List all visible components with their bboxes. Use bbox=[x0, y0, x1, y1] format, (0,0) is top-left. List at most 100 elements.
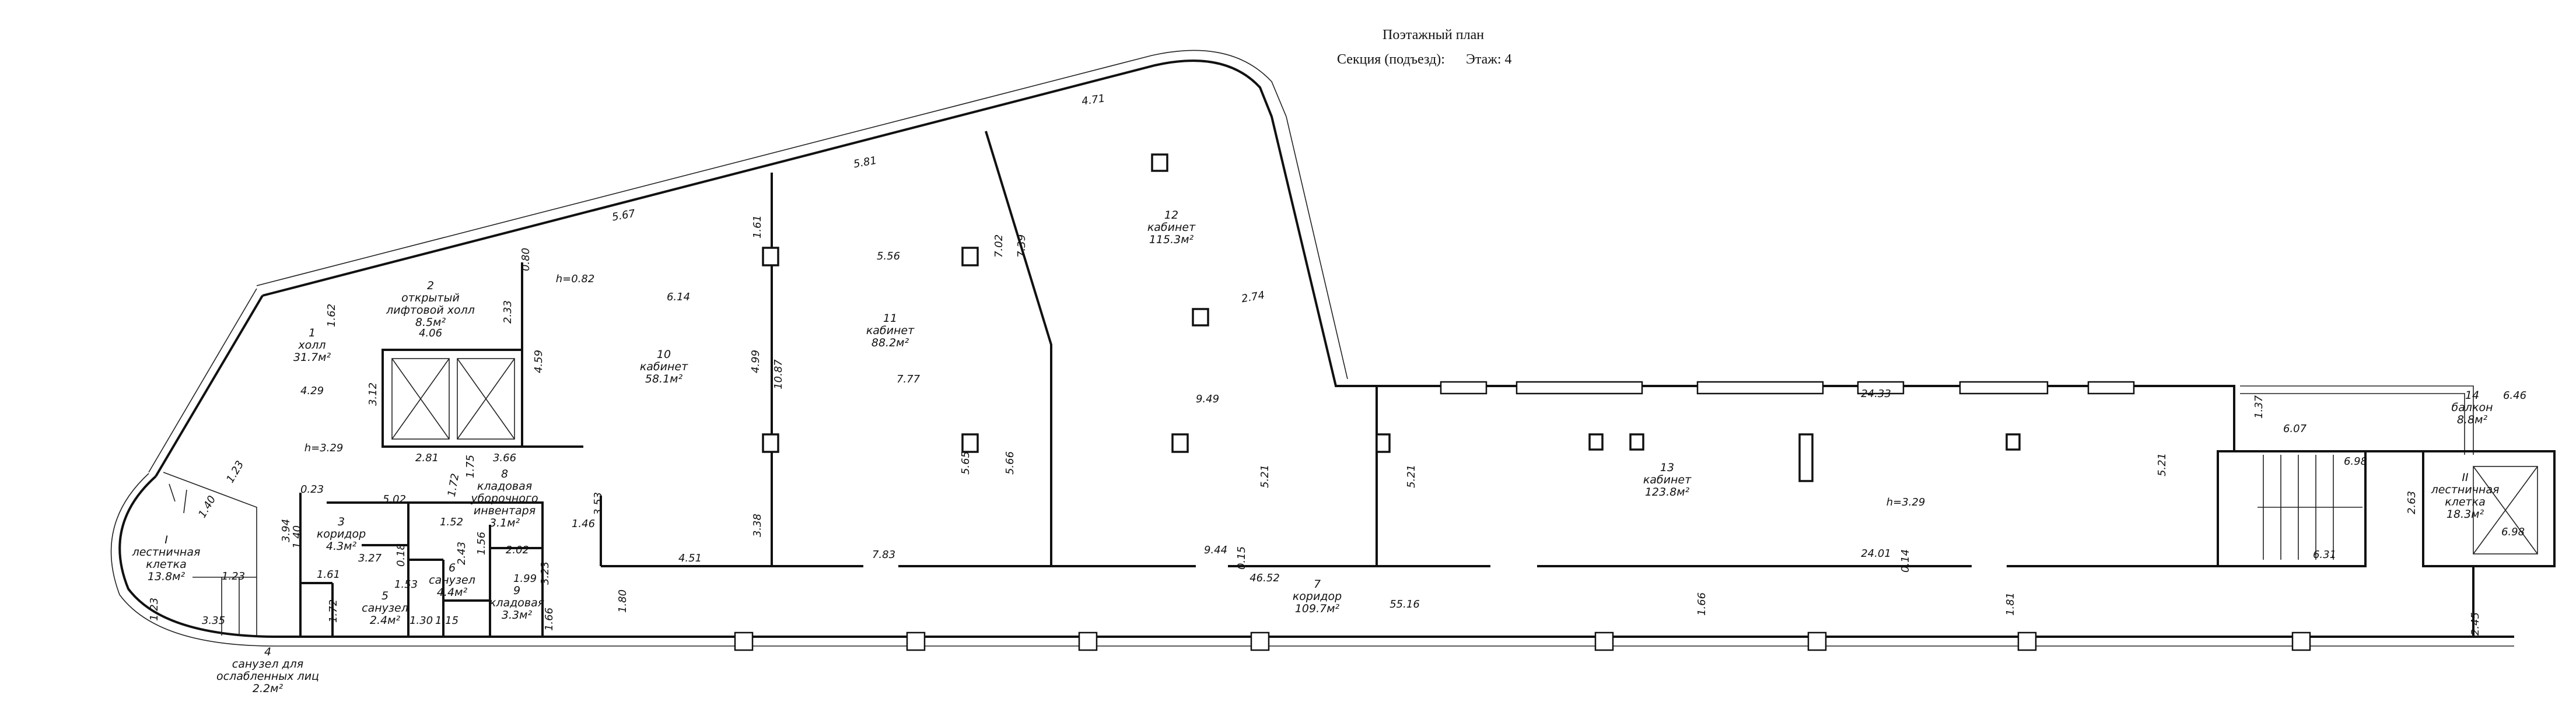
dimension-label: 6.07 bbox=[2283, 423, 2307, 435]
room-number: 5 bbox=[382, 589, 388, 602]
room-label: клетка bbox=[146, 558, 187, 571]
dimension-label: 0.80 bbox=[520, 248, 532, 271]
dimension-label: h=0.82 bbox=[556, 273, 595, 285]
room-label: кабинет bbox=[1643, 473, 1692, 486]
windows bbox=[734, 381, 2311, 651]
room-label: 109.7м² bbox=[1295, 602, 1340, 615]
dimension-label: 1.75 bbox=[464, 455, 477, 478]
dimension-label: 0.14 bbox=[1899, 549, 1912, 573]
dimension-label: 1.23 bbox=[224, 459, 246, 485]
room-number: 9 bbox=[513, 584, 520, 597]
dimension-label: 1.66 bbox=[543, 608, 555, 631]
room-number: 6 bbox=[449, 561, 456, 574]
room-label: кабинет bbox=[1147, 221, 1196, 234]
dimension-label: 4.51 bbox=[678, 552, 702, 564]
dimension-label: 2.45 bbox=[2469, 612, 2482, 636]
dimension-label: h=3.29 bbox=[304, 442, 344, 454]
dimension-label: 6.31 bbox=[2313, 549, 2336, 561]
dimension-label: 2.33 bbox=[502, 300, 514, 324]
dimension-label: 5.21 bbox=[1259, 465, 1271, 488]
dimension-label: 1.80 bbox=[617, 589, 629, 613]
dimension-label: 1.72 bbox=[446, 472, 462, 497]
dimension-label: 6.98 bbox=[2501, 526, 2525, 538]
dimension-label: 3.94 bbox=[280, 519, 292, 542]
dimension-label: 1.15 bbox=[435, 615, 459, 627]
dimension-label: 6.14 bbox=[667, 291, 690, 303]
room-label: санузел bbox=[362, 602, 408, 615]
dimension-label: 5.81 bbox=[852, 155, 877, 171]
dimension-label: 9.49 bbox=[1196, 393, 1219, 405]
dimension-label: 5.56 bbox=[877, 250, 900, 262]
dimension-label: 3.38 bbox=[751, 514, 764, 537]
room-label: холл bbox=[298, 339, 326, 352]
room-label: 18.3м² bbox=[2446, 508, 2484, 521]
room-label: 8.5м² bbox=[415, 316, 446, 329]
dimension-label: 6.98 bbox=[2344, 455, 2367, 468]
dimension-label: 0.23 bbox=[300, 483, 324, 496]
room-label: инвентаря bbox=[474, 504, 536, 517]
dimension-label: 0.18 bbox=[395, 543, 407, 567]
dimension-label: 5.02 bbox=[383, 493, 406, 506]
dimension-label: 1.61 bbox=[751, 215, 764, 238]
dimension-label: 10.87 bbox=[772, 359, 785, 389]
section-label: Секция (подъезд): bbox=[1337, 52, 1445, 67]
room-label: ослабленных лиц bbox=[216, 670, 319, 683]
dimension-label: 2.02 bbox=[506, 544, 529, 556]
room-label: кабинет bbox=[640, 360, 688, 373]
dimension-label: 2.43 bbox=[456, 542, 468, 565]
dimension-label: h=3.29 bbox=[1887, 496, 1926, 508]
room-number: I bbox=[164, 534, 168, 546]
room-number: 1 bbox=[309, 327, 316, 339]
walls bbox=[110, 50, 2556, 647]
room-label: 58.1м² bbox=[645, 373, 683, 385]
room-label: 2.4м² bbox=[370, 614, 401, 627]
room-label: уборочного bbox=[470, 492, 538, 505]
room-label: 8.8м² bbox=[2457, 413, 2488, 426]
dimension-label: 1.56 bbox=[475, 532, 488, 555]
room-number: 14 bbox=[2465, 389, 2479, 402]
room-label: кладовая bbox=[477, 480, 532, 493]
dimension-label: 1.53 bbox=[394, 578, 418, 591]
room-label: лестничная bbox=[132, 546, 201, 559]
room-label: коридор bbox=[1293, 590, 1342, 603]
dimension-label: 7.83 bbox=[872, 549, 895, 561]
room-label: 2.2м² bbox=[253, 682, 284, 695]
dimension-label: 2.63 bbox=[2406, 491, 2418, 514]
dimension-label: 24.33 bbox=[1861, 388, 1891, 400]
room-label: открытый bbox=[401, 292, 460, 304]
dimension-label: 1.30 bbox=[410, 615, 433, 627]
dimension-label: 1.72 bbox=[327, 599, 340, 623]
room-label: 115.3м² bbox=[1149, 233, 1194, 246]
room-label: кладовая bbox=[489, 596, 544, 609]
dimension-label: 1.23 bbox=[148, 598, 160, 621]
room-label: санузел bbox=[429, 574, 475, 587]
dimension-label: 6.46 bbox=[2503, 389, 2526, 402]
dimension-label: 55.16 bbox=[1390, 598, 1420, 610]
dimension-label: 2.81 bbox=[415, 452, 439, 464]
room-label: кабинет bbox=[866, 324, 915, 337]
dimension-label: 4.29 bbox=[300, 385, 324, 397]
room-number: 7 bbox=[1314, 578, 1321, 591]
dimension-label: 1.46 bbox=[572, 518, 595, 530]
dimension-label: 1.66 bbox=[1696, 592, 1708, 616]
room-label: 4.3м² bbox=[326, 540, 357, 553]
floor-label: Этаж: 4 bbox=[1466, 52, 1512, 67]
dimension-label: 1.62 bbox=[326, 304, 338, 327]
room-number: 10 bbox=[657, 348, 671, 361]
dimension-label: 4.59 bbox=[533, 350, 545, 373]
dimension-label: 4.99 bbox=[750, 350, 762, 373]
room-label: 4.4м² bbox=[437, 586, 468, 599]
dimension-label: 3.12 bbox=[367, 382, 379, 406]
dimension-label: 3.35 bbox=[202, 615, 225, 627]
dimension-label: 7.39 bbox=[1016, 234, 1028, 258]
dimension-label: 5.21 bbox=[2156, 453, 2168, 476]
room-number: 2 bbox=[427, 279, 434, 292]
room-label: 3.1м² bbox=[489, 517, 520, 529]
dimension-label: 5.66 bbox=[1004, 451, 1016, 475]
dimension-label: 5.65 bbox=[960, 451, 972, 475]
dimension-label: 7.77 bbox=[897, 373, 921, 385]
dimension-label: 1.81 bbox=[2004, 592, 2017, 616]
room-label: лифтовой холл bbox=[386, 304, 475, 317]
